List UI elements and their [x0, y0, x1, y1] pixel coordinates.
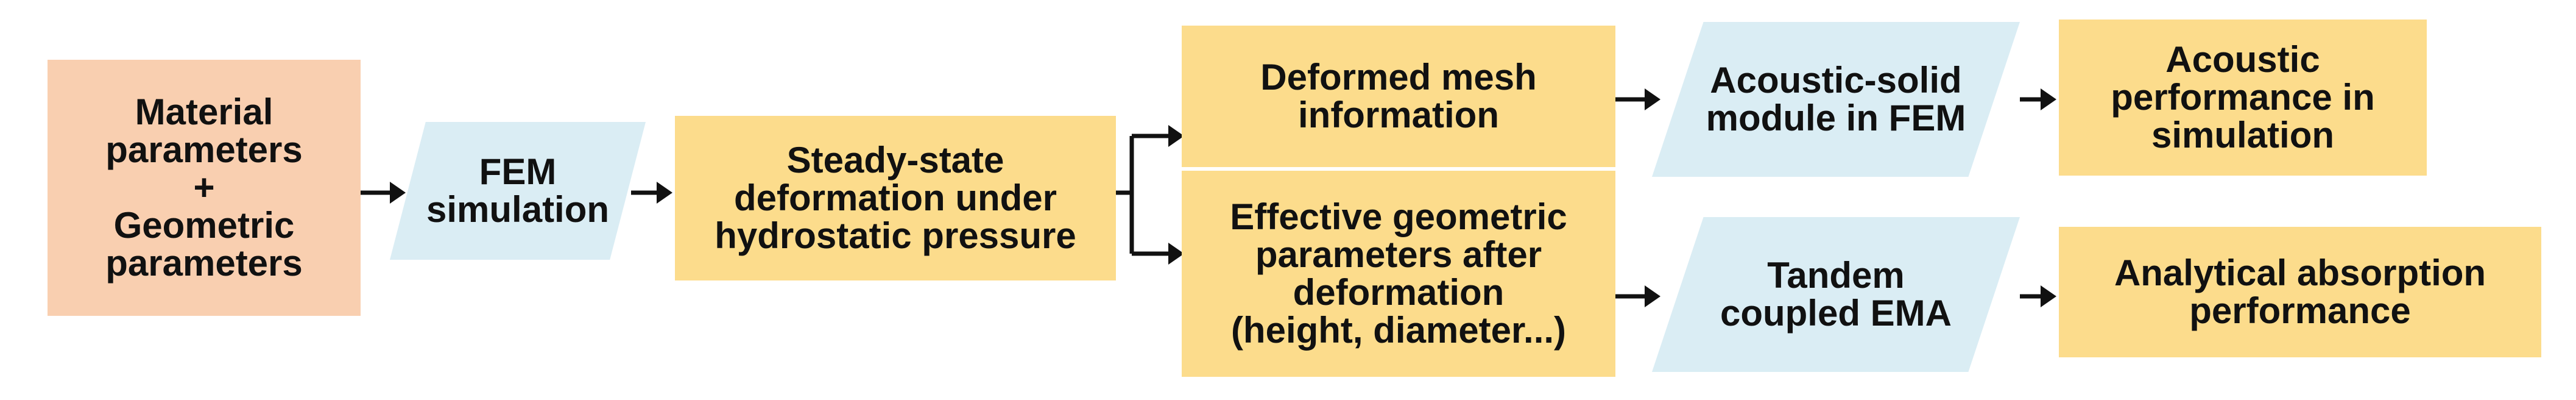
material-geometric-parameters-label: Material parameters + Geometric paramete… — [105, 91, 303, 284]
effective-geometric-parameters-label: Effective geometric parameters after def… — [1230, 196, 1567, 351]
acoustic-solid-module-label: Acoustic-solid module in FEM — [1706, 60, 1966, 138]
deformed-mesh-information-label: Deformed mesh information — [1260, 57, 1537, 135]
effective-geometric-parameters-box: Effective geometric parameters after def… — [1182, 171, 1615, 377]
fem-simulation-box: FEM simulation — [390, 122, 646, 260]
acoustic-solid-module-box: Acoustic-solid module in FEM — [1652, 22, 2020, 177]
deformed-mesh-information-box: Deformed mesh information — [1182, 26, 1615, 167]
tandem-coupled-ema-label: Tandem coupled EMA — [1720, 255, 1952, 334]
tandem-coupled-ema-box: Tandem coupled EMA — [1652, 217, 2020, 372]
analytical-absorption-performance-box: Analytical absorption performance — [2059, 227, 2541, 357]
steady-state-deformation-label: Steady-state deformation under hydrostat… — [715, 140, 1076, 256]
steady-state-deformation-box: Steady-state deformation under hydrostat… — [675, 116, 1116, 280]
acoustic-performance-simulation-box: Acoustic performance in simulation — [2059, 20, 2427, 176]
acoustic-performance-simulation-label: Acoustic performance in simulation — [2111, 39, 2375, 155]
material-geometric-parameters-box: Material parameters + Geometric paramete… — [48, 60, 361, 316]
analytical-absorption-performance-label: Analytical absorption performance — [2114, 252, 2486, 331]
fem-simulation-label: FEM simulation — [426, 151, 610, 230]
